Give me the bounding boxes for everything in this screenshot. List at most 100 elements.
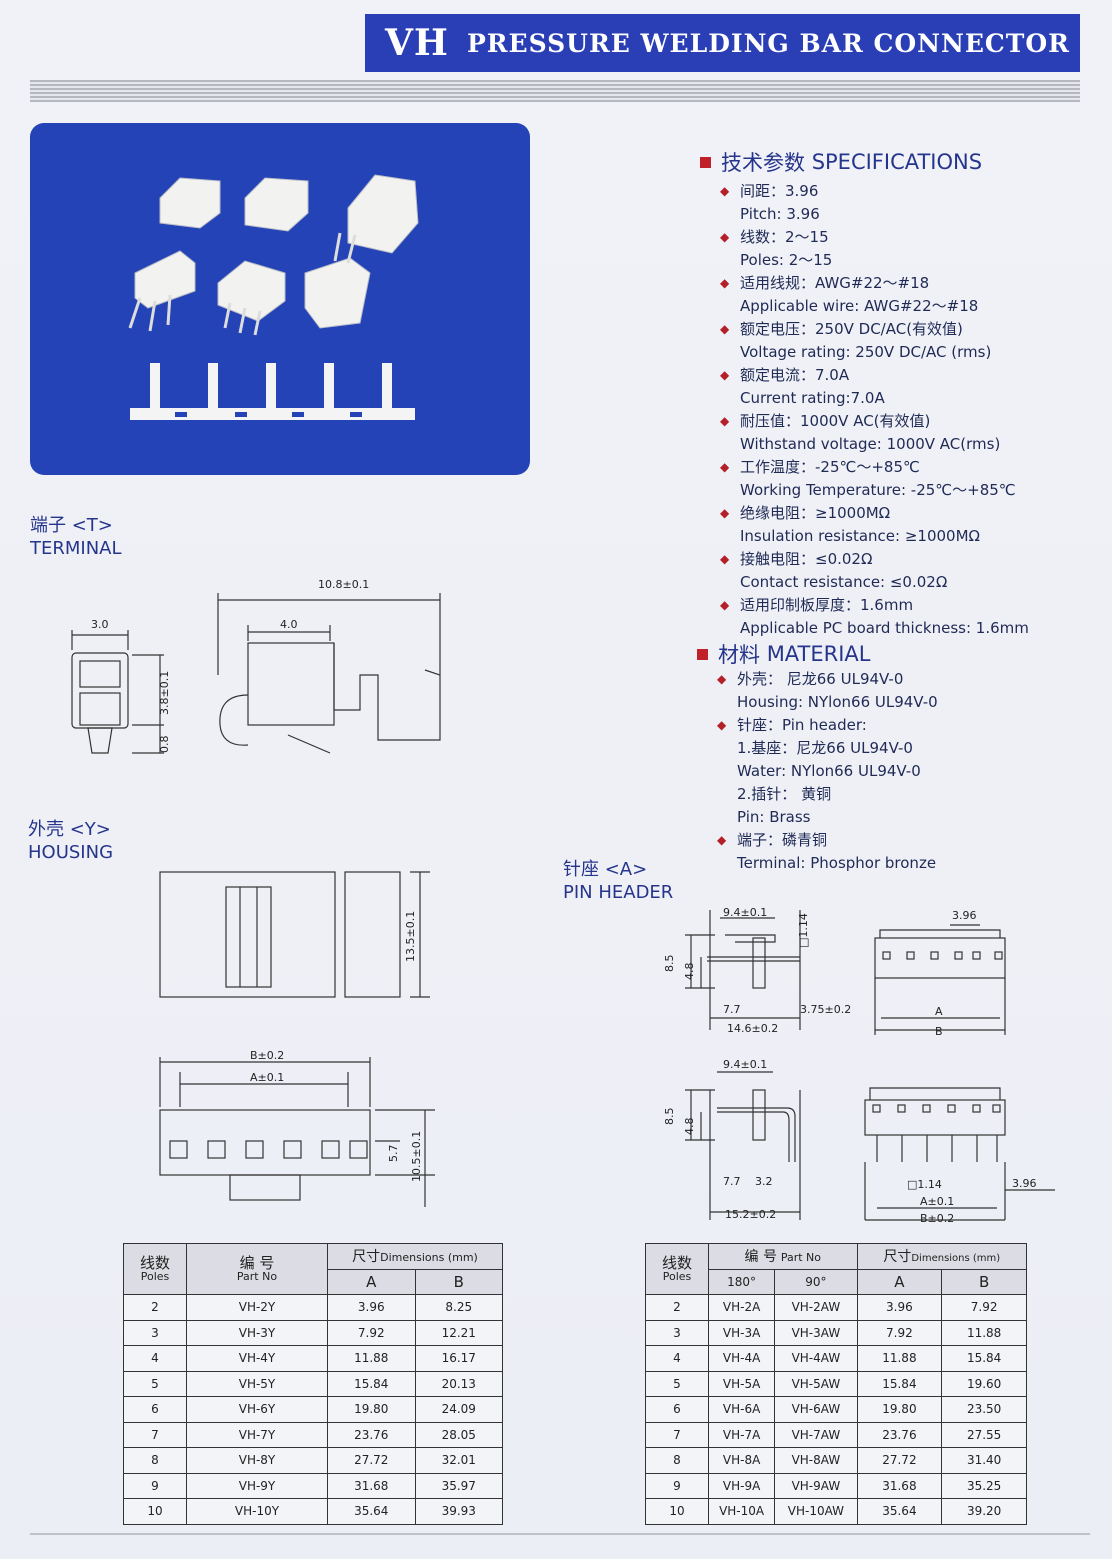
spec-zh: 额定电流：7.0A: [720, 364, 1080, 387]
table-cell: VH-8A: [707, 1447, 776, 1474]
table-cell: VH-7A: [707, 1421, 776, 1448]
table-cell: VH-8AW: [774, 1447, 858, 1474]
spec-en: Poles: 2～15: [740, 251, 833, 269]
col-dimensions-header: 尺寸Dimensions (mm): [327, 1243, 503, 1270]
table-cell: VH-9A: [707, 1472, 776, 1499]
dim-label: 3.2: [755, 1175, 773, 1188]
table-cell: 4: [123, 1345, 187, 1372]
dim-label: 15.2±0.2: [725, 1208, 776, 1221]
spec-en: Voltage rating: 250V DC/AC (rms): [740, 343, 992, 361]
table-cell: VH-2AW: [774, 1294, 858, 1321]
table-cell: 3.96: [856, 1294, 943, 1321]
table-cell: 31.68: [856, 1472, 943, 1499]
spec-zh: 适用线规：AWG#22～#18: [720, 272, 1080, 295]
pin-header-drawing: 9.4±0.1 □1.14 8.5 4.8 7.7 3.75±0.2 14.6±…: [663, 906, 1055, 1225]
table-cell: 23.76: [327, 1421, 416, 1448]
spec-en: Withstand voltage: 1000V AC(rms): [740, 435, 1001, 453]
housing-drawing: 13.5±0.1 B±0.2 A±0.1 5.7 10.5±0.1: [159, 871, 435, 1207]
table-cell: VH-2Y: [186, 1294, 328, 1321]
table-cell: 15.84: [327, 1370, 416, 1397]
terminal-label-zh: 端子 <T>: [30, 515, 113, 536]
table-cell: VH-4Y: [186, 1345, 328, 1372]
dim-label: 7.7: [723, 1175, 741, 1188]
table-cell: 2: [645, 1294, 709, 1321]
dim-label: 10.8±0.1: [318, 578, 369, 591]
table-cell: 2: [123, 1294, 187, 1321]
table-cell: VH-5A: [707, 1370, 776, 1397]
table-cell: 5: [123, 1370, 187, 1397]
dim-label: 3.96: [952, 909, 977, 922]
table-cell: 31.68: [327, 1472, 416, 1499]
table-cell: 39.93: [414, 1498, 503, 1525]
material-list: 外壳： 尼龙66 UL94V-0 Housing: NYlon66 UL94V-…: [717, 668, 1077, 875]
dim-label: 5.7: [387, 1145, 400, 1163]
dim-label: 10.5±0.1: [410, 1131, 423, 1182]
table-cell: 15.84: [856, 1370, 943, 1397]
table-cell: 7.92: [856, 1319, 943, 1346]
terminal-label: 端子 <T> TERMINAL: [30, 514, 122, 560]
table-cell: VH-6A: [707, 1396, 776, 1423]
col-a-header: A: [856, 1268, 943, 1295]
dim-label: □1.14: [907, 1178, 942, 1191]
table-cell: 32.01: [414, 1447, 503, 1474]
housing-label-en: HOUSING: [28, 842, 114, 863]
table-cell: 35.25: [941, 1472, 1027, 1499]
terminal-label-en: TERMINAL: [30, 538, 122, 559]
table-cell: VH-2A: [707, 1294, 776, 1321]
table-cell: 35.97: [414, 1472, 503, 1499]
material-line: Terminal: Phosphor bronze: [737, 854, 937, 872]
table-cell: 8.25: [414, 1294, 503, 1321]
material-line: 外壳： 尼龙66 UL94V-0: [717, 668, 1077, 691]
specifications-heading: 技术参数 SPECIFICATIONS: [700, 147, 982, 177]
table-cell: 15.84: [941, 1345, 1027, 1372]
table-cell: 20.13: [414, 1370, 503, 1397]
table-cell: 3.96: [327, 1294, 416, 1321]
table-cell: VH-3A: [707, 1319, 776, 1346]
table-cell: 11.88: [941, 1319, 1027, 1346]
spec-en: Current rating:7.0A: [740, 389, 885, 407]
dim-label: B±0.2: [920, 1212, 954, 1225]
pin-header-label-en: PIN HEADER: [563, 882, 674, 903]
dim-label: 14.6±0.2: [727, 1022, 778, 1035]
table-cell: VH-9Y: [186, 1472, 328, 1499]
table-cell: VH-10Y: [186, 1498, 328, 1525]
dim-label: A±0.1: [250, 1071, 284, 1084]
bullet-square-icon: [697, 648, 708, 660]
table-cell: VH-5AW: [774, 1370, 858, 1397]
spec-zh: 间距：3.96: [720, 180, 1080, 203]
table-cell: 6: [123, 1396, 187, 1423]
table-cell: 9: [123, 1472, 187, 1499]
dim-label: B: [935, 1025, 943, 1038]
table-cell: 39.20: [941, 1498, 1027, 1525]
col-b-header: B: [414, 1268, 503, 1295]
dim-label: 13.5±0.1: [404, 911, 417, 962]
housing-label-zh: 外壳 <Y>: [28, 819, 111, 840]
title-banner: VH PRESSURE WELDING BAR CONNECTOR: [365, 14, 1080, 72]
pin-header-label: 针座 <A> PIN HEADER: [563, 858, 673, 904]
table-cell: 7: [123, 1421, 187, 1448]
table-cell: 24.09: [414, 1396, 503, 1423]
dim-label: B±0.2: [250, 1049, 284, 1062]
spec-zh: 适用印制板厚度：1.6mm: [720, 594, 1080, 617]
table-cell: 8: [123, 1447, 187, 1474]
table-cell: VH-3Y: [186, 1319, 328, 1346]
table-cell: 27.72: [856, 1447, 943, 1474]
title-prefix: VH: [385, 22, 449, 64]
dim-label: 8.5: [663, 955, 676, 973]
table-cell: VH-4A: [707, 1345, 776, 1372]
dim-label: 4.8: [683, 1118, 696, 1136]
pin-header-label-zh: 针座 <A>: [563, 859, 648, 880]
col-dimensions-header: 尺寸Dimensions (mm): [856, 1243, 1028, 1270]
